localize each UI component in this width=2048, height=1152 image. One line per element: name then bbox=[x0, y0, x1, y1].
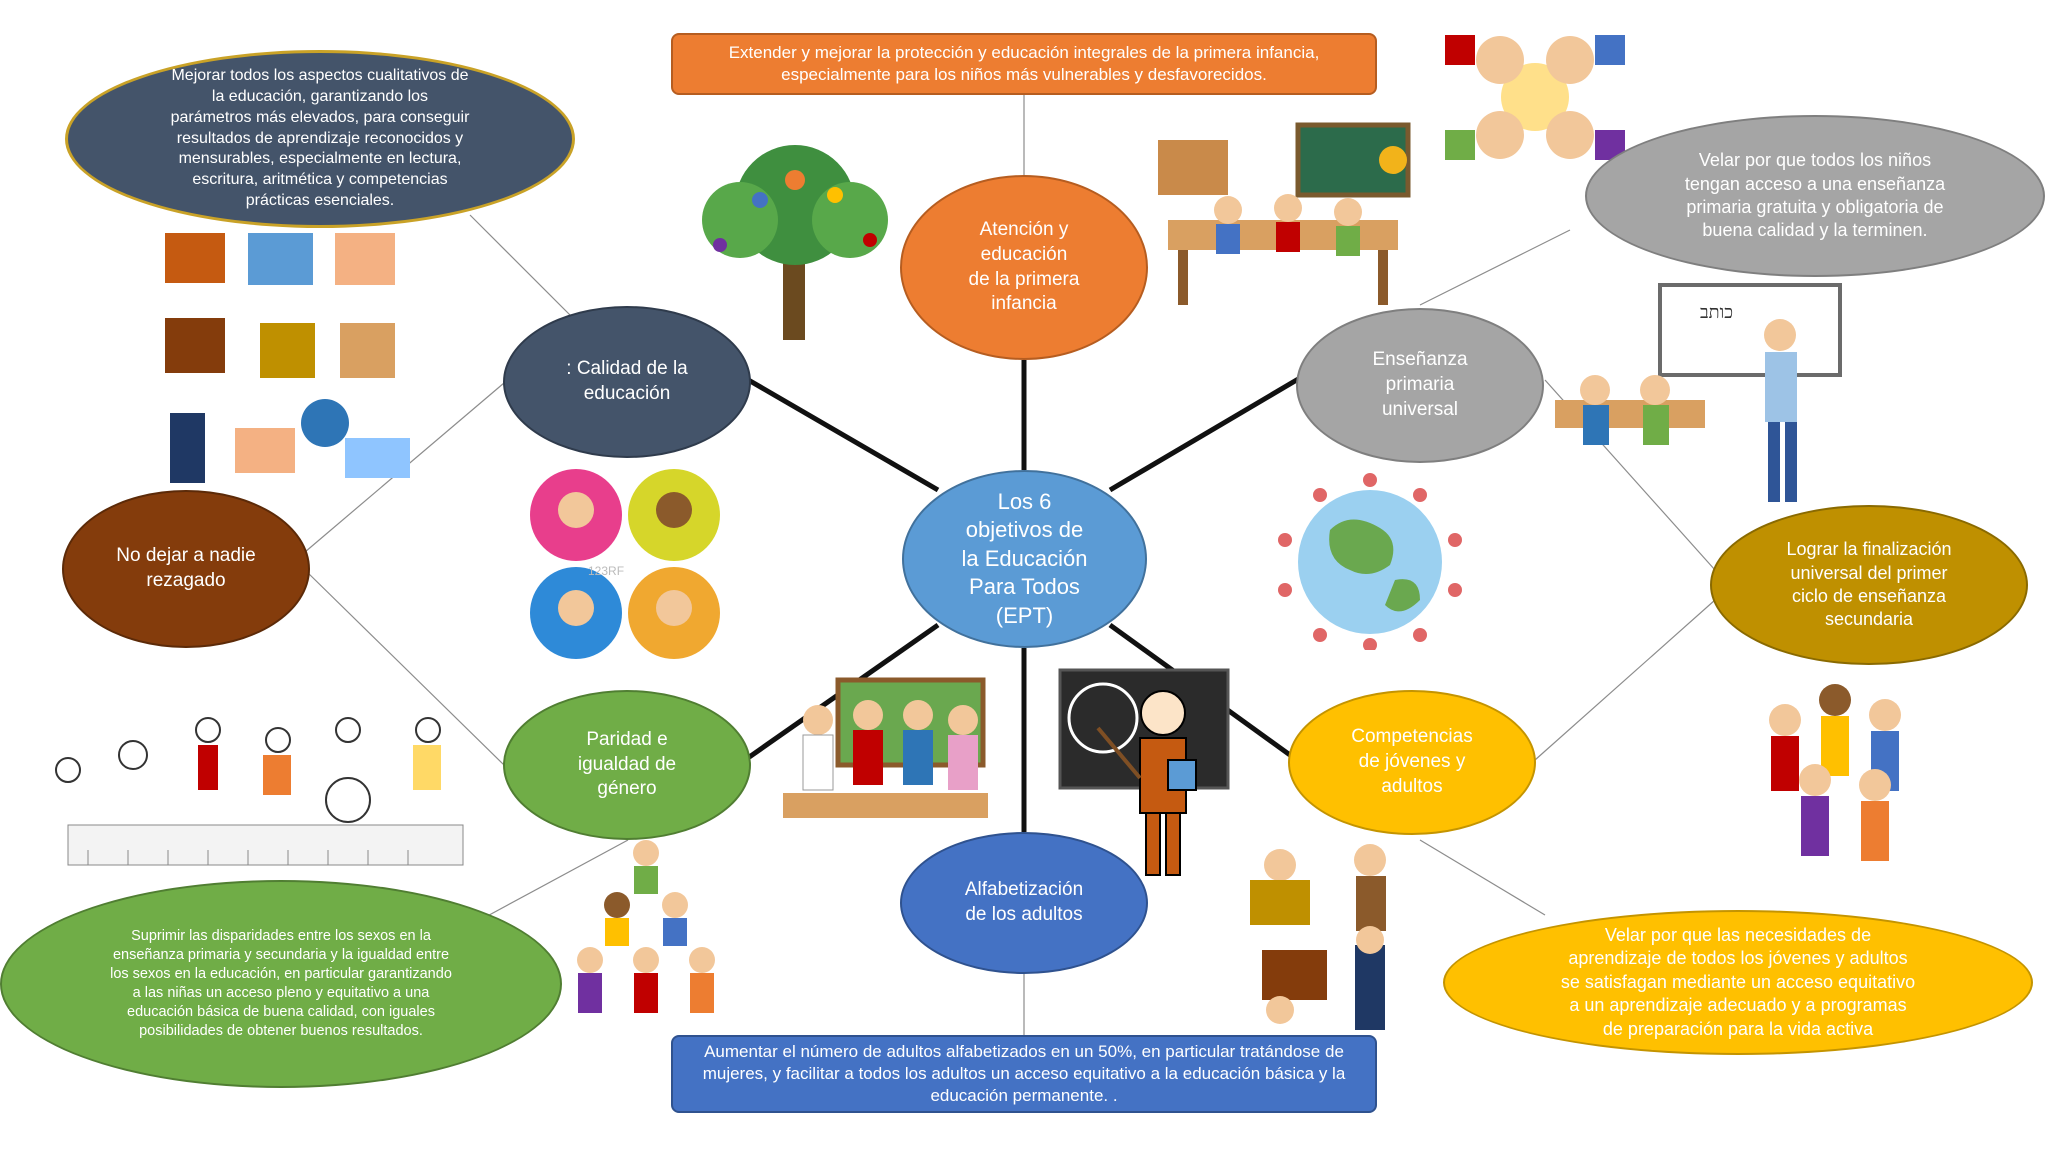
globe-children-illustration bbox=[1278, 473, 1462, 650]
teachers-group-illustration bbox=[783, 677, 988, 818]
category-gender: Paridad e igualdad de género bbox=[503, 690, 751, 840]
desc-gender: Suprimir las disparidades entre los sexo… bbox=[0, 880, 562, 1088]
category-youth-adults-label: Competencias de jóvenes y adultos bbox=[1351, 726, 1473, 797]
desc-gender-text: Suprimir las disparidades entre los sexo… bbox=[110, 928, 452, 1039]
desc-youth-adults: Velar por que las necesidades de aprendi… bbox=[1443, 910, 2033, 1055]
category-early-childhood: Atención y educación de la primera infan… bbox=[900, 175, 1148, 360]
desc-early-childhood: Extender y mejorar la protección y educa… bbox=[671, 33, 1377, 95]
category-quality-label: : Calidad de la educación bbox=[566, 358, 688, 404]
teacher-blackboard-illustration bbox=[1058, 668, 1230, 876]
school-icons-illustration bbox=[165, 233, 410, 483]
svg-text:כותב: כותב bbox=[1700, 302, 1733, 323]
desc-quality-text: Mejorar todos los aspectos cualitativos … bbox=[170, 67, 470, 209]
desc-youth-adults-text: Velar por que las necesidades de aprendi… bbox=[1560, 925, 1916, 1039]
teacher-pointer-illustration: כותב bbox=[1555, 283, 1842, 502]
category-primary-label: Enseñanza primaria universal bbox=[1372, 349, 1468, 420]
students-celebrating-illustration bbox=[1769, 684, 1901, 861]
desc-no-one-behind: No dejar a nadie rezagado bbox=[62, 490, 310, 648]
kids-pyramid-illustration bbox=[577, 840, 715, 1013]
classroom-illustration bbox=[1158, 122, 1411, 305]
teachers-icons-illustration bbox=[1250, 844, 1386, 1030]
category-adult-literacy: Alfabetización de los adultos bbox=[900, 832, 1148, 974]
desc-primary-text: Velar por que todos los niños tengan acc… bbox=[1684, 150, 1946, 241]
desc-secondary: Lograr la finalización universal del pri… bbox=[1710, 505, 2028, 665]
desc-adult-literacy-text: Aumentar el número de adultos alfabetiza… bbox=[702, 1041, 1346, 1106]
category-adult-literacy-label: Alfabetización de los adultos bbox=[964, 879, 1084, 925]
desc-early-childhood-text: Extender y mejorar la protección y educa… bbox=[728, 42, 1320, 84]
watermark: 123RF bbox=[588, 564, 624, 578]
center-topic: Los 6 objetivos de la Educación Para Tod… bbox=[902, 470, 1147, 648]
category-gender-label: Paridad e igualdad de género bbox=[577, 728, 677, 800]
category-youth-adults: Competencias de jóvenes y adultos bbox=[1288, 690, 1536, 835]
desc-no-one-behind-text: No dejar a nadie rezagado bbox=[116, 545, 256, 591]
desc-adult-literacy: Aumentar el número de adultos alfabetiza… bbox=[671, 1035, 1377, 1113]
kids-avatars-illustration: 123RF bbox=[530, 469, 720, 659]
children-activities-illustration bbox=[55, 717, 464, 866]
category-early-childhood-label: Atención y educación de la primera infan… bbox=[968, 219, 1080, 315]
tree-illustration bbox=[702, 145, 888, 340]
children-circle-illustration bbox=[1445, 35, 1625, 160]
center-topic-text: Los 6 objetivos de la Educación Para Tod… bbox=[961, 488, 1088, 628]
desc-quality: Mejorar todos los aspectos cualitativos … bbox=[65, 50, 575, 228]
desc-primary: Velar por que todos los niños tengan acc… bbox=[1585, 115, 2045, 277]
desc-secondary-text: Lograr la finalización universal del pri… bbox=[1786, 539, 1952, 630]
category-primary: Enseñanza primaria universal bbox=[1296, 308, 1544, 463]
category-quality: : Calidad de la educación bbox=[503, 306, 751, 458]
